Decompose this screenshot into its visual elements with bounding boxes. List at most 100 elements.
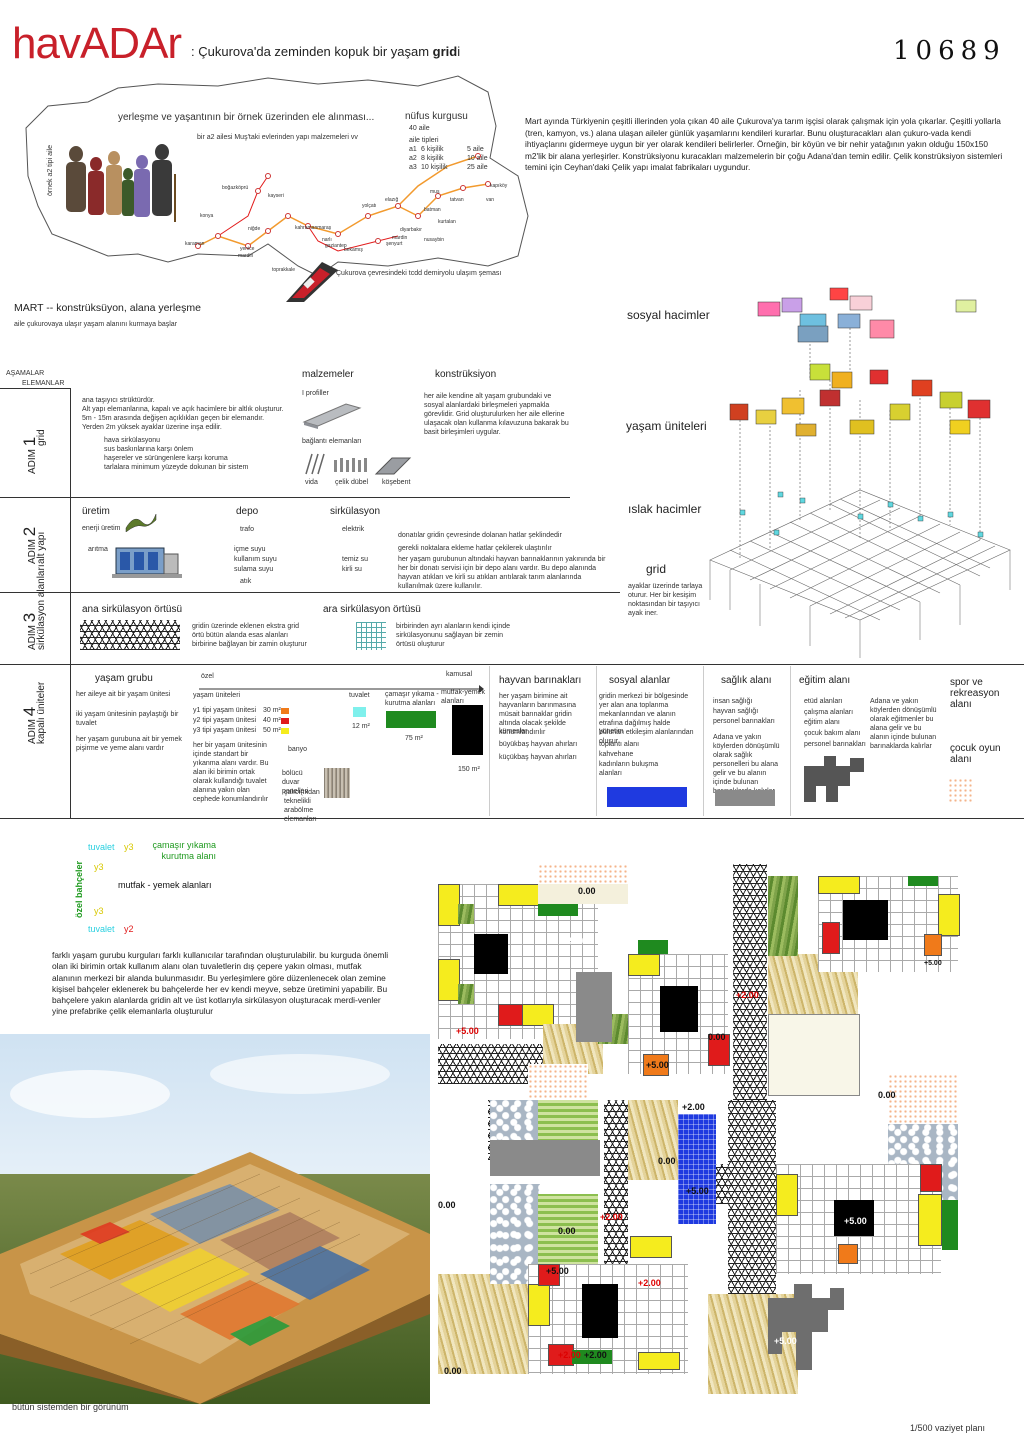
plan-unit-y2 (822, 922, 840, 954)
plan-level: +5.00 (564, 936, 587, 946)
plan-caption: 1/500 vaziyet planı (910, 1423, 986, 1433)
public-label: kamusal (446, 671, 473, 678)
private-public-arrow (199, 680, 484, 693)
main-circulation-title: ana sirkülasyon örtüsü (82, 604, 183, 615)
city-label: gaziantep (325, 243, 347, 249)
plan-unit-y1 (838, 1244, 858, 1264)
plan-unit-y3 (438, 884, 460, 926)
steps-header-left: AŞAMALAR (6, 370, 45, 377)
edu-item: çalışma alanları (804, 709, 854, 716)
plan-level: +2.00 (600, 1212, 623, 1222)
city-label: tatvan (450, 197, 464, 203)
plan-field (438, 1274, 528, 1374)
profile-label: I profiller (302, 390, 329, 397)
main-circulation-swatch (80, 620, 180, 650)
plan-kitchen (474, 934, 508, 974)
circ-item: kirli su (342, 566, 362, 573)
kitchen-swatch (452, 705, 483, 755)
plan-level: +2.00 (584, 1350, 607, 1360)
mart-caption: aile çukurovaya ulaşır yaşam alanını kur… (14, 321, 178, 328)
living-group-title: yaşam grubu (95, 673, 153, 684)
laundry-title: çamaşır yıkama -kurutma alanları (385, 691, 439, 707)
plan-field (768, 876, 798, 956)
plan-unit-y3 (818, 876, 860, 894)
legend-y3-top: y3 (124, 842, 134, 852)
main-circulation-text: gridin üzerinde eklenen ekstra grid örtü… (192, 623, 307, 648)
edu-swatch (804, 756, 864, 802)
private-label: özel (201, 673, 214, 680)
railway-caption: Çukurova çevresindeki tcdd demiryolu ula… (336, 270, 502, 277)
sport-title: spor ve rekreasyon alanı (950, 677, 1000, 710)
plan-field (628, 1100, 678, 1180)
axon-exploded-diagram (709, 287, 1011, 658)
axon-living-label: yaşam üniteleri (626, 419, 707, 433)
plan-laundry (908, 876, 938, 886)
edu-item: etüd alanları (804, 698, 843, 705)
plan-unit-y2 (920, 1164, 942, 1192)
units-title: yaşam üniteleri (193, 692, 241, 699)
plan-level: +5.00 (456, 1026, 479, 1036)
family-side-label: örnek a2 tipi aile (47, 145, 54, 196)
treatment-plant-image (112, 540, 182, 580)
step1-text: ana taşıyıcı strüktürdür.Alt yapı eleman… (82, 397, 284, 431)
city-label: kapıköy (490, 183, 508, 189)
circulation-title: sirkülasyon (330, 506, 381, 517)
health-item: insan sağlığı (713, 698, 753, 705)
legend-kitchen: mutfak - yemek alanları (118, 880, 212, 890)
city-label: niğde (248, 226, 261, 232)
city-label: karaman (185, 241, 205, 247)
plan-laundry (638, 940, 668, 954)
city-label: toprakkale (272, 267, 296, 273)
plan-unit-y3 (628, 954, 660, 976)
edu-text: Adana ve yakın köylerden dönüşümlü olara… (870, 698, 937, 750)
legend-y3-low: y3 (94, 906, 104, 916)
laundry-area: 75 m² (405, 735, 423, 742)
plan-unit-y3 (938, 894, 960, 936)
plan-play-area (528, 1064, 588, 1100)
plan-kitchen (843, 900, 888, 940)
steps-header-right: ELEMANLAR (22, 380, 65, 387)
production-treatment: arıtma (88, 546, 108, 553)
animal-text: her yaşam birimine ait hayvanların barın… (499, 693, 577, 736)
toilet-area: 12 m² (352, 723, 370, 730)
city-label: yolçatı (362, 203, 377, 209)
family-caption: bir a2 ailesi Muş'taki evlerinden yapı m… (197, 134, 358, 141)
city-label: şenyurt (386, 241, 403, 247)
toilet-swatch (353, 707, 366, 717)
laundry-swatch (386, 711, 436, 728)
circ-item: temiz su (342, 556, 369, 563)
plan-unit-y3 (528, 1284, 550, 1326)
units-text: her bir yaşam ünitesinin içinde standart… (193, 742, 269, 803)
play-title: çocuk oyun alanı (950, 743, 1001, 765)
city-label: yenice (240, 246, 255, 252)
step2-name: alt yapı (36, 531, 47, 564)
production-title: üretim (82, 506, 110, 517)
plan-kitchen (834, 1200, 874, 1236)
plan-main-circulation (728, 1100, 776, 1300)
social-text: gridin merkezi bir bölgesinde yer alan a… (599, 693, 694, 745)
city-label: kahramanmaraş (295, 225, 332, 231)
plan-level: 0.00 (558, 1226, 576, 1236)
plan-unit-y1 (924, 934, 942, 956)
plan-level: +5.00 (686, 1186, 709, 1196)
city-label: elazığ (385, 197, 399, 203)
city-label: narlı (322, 237, 332, 243)
city-label: muş (430, 189, 440, 195)
animal-title: hayvan barınakları (499, 675, 582, 686)
connector-angle: köşebent (382, 479, 411, 486)
plan-level: +2.00 (638, 1278, 661, 1288)
construction-title: konstrüksiyon (435, 369, 497, 380)
site-render (0, 1034, 430, 1404)
legend-laundry: çamaşır yıkama kurutma alanı (152, 840, 216, 861)
health-item: hayvan sağlığı (713, 708, 759, 715)
social-item: toplantı alanı (599, 741, 640, 748)
railway-line (197, 183, 489, 247)
edu-title: eğitim alanı (799, 675, 851, 686)
city-label: kurtalan (438, 219, 456, 225)
plan-level: 0.00 (578, 886, 596, 896)
train-image (286, 258, 338, 302)
production-energy: enerji üretim (82, 525, 121, 532)
